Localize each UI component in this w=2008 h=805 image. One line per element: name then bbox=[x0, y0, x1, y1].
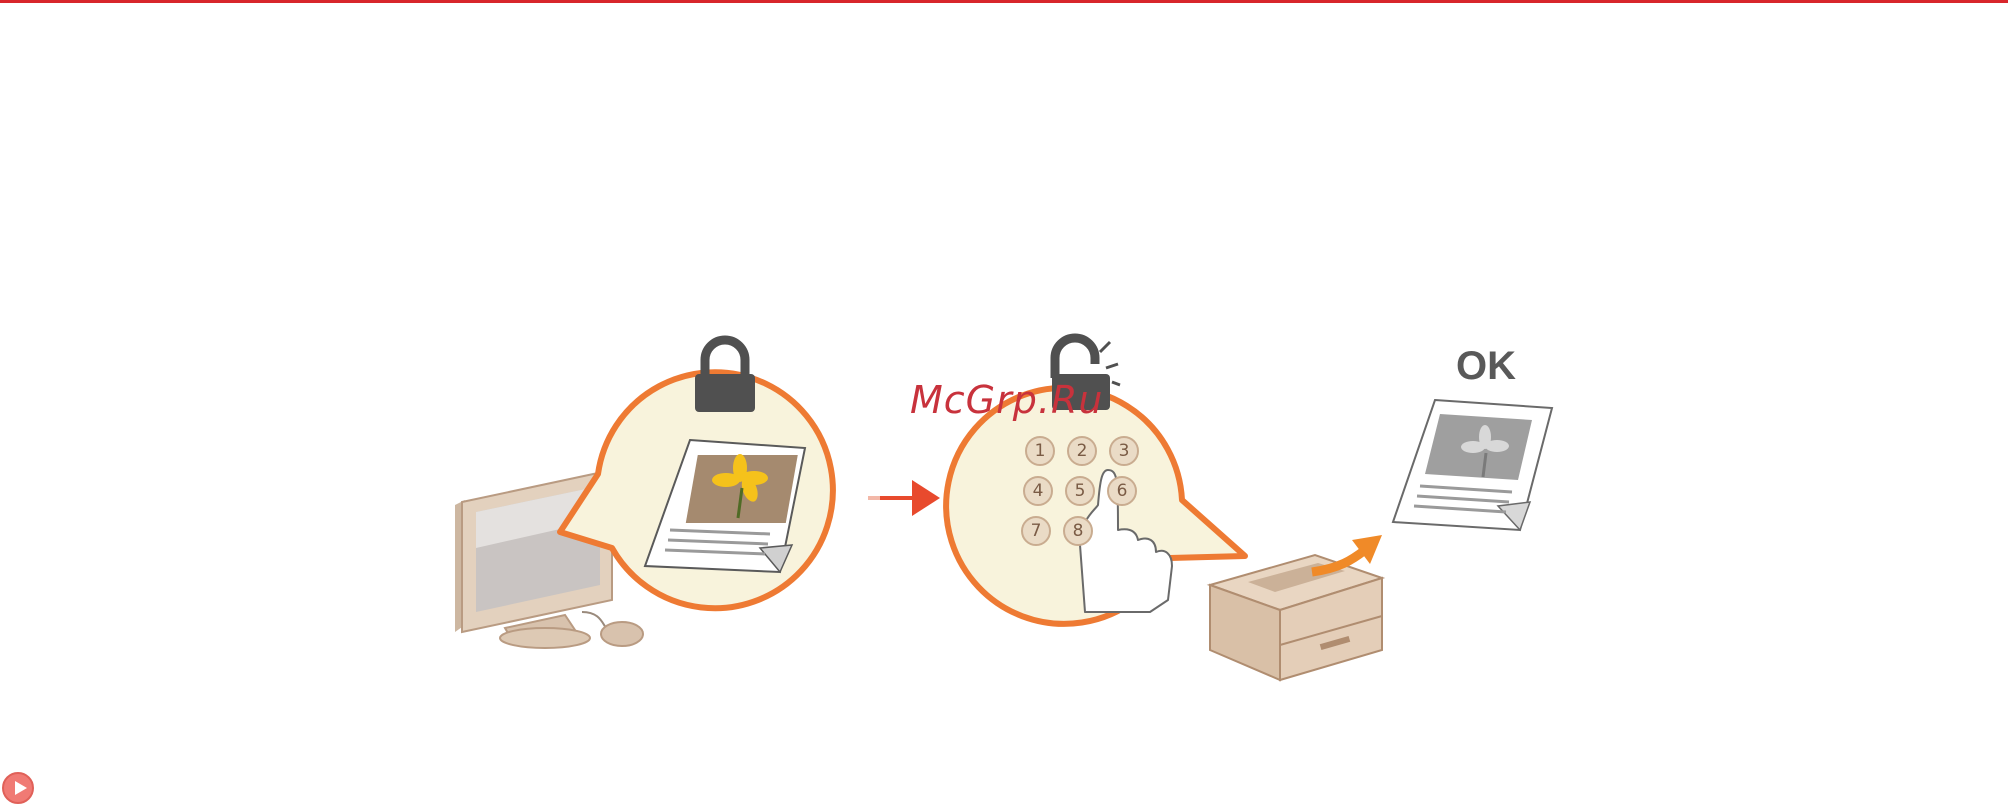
print-output-arrow-icon bbox=[1312, 535, 1382, 572]
keypad-key-1: 1 bbox=[1025, 436, 1055, 466]
keypad-key-3: 3 bbox=[1109, 436, 1139, 466]
ok-label: OK bbox=[1456, 344, 1516, 389]
keypad-key-7: 7 bbox=[1021, 516, 1051, 546]
keypad-key-4: 4 bbox=[1023, 476, 1053, 506]
play-circle-icon[interactable] bbox=[2, 772, 34, 804]
keypad-key-2: 2 bbox=[1067, 436, 1097, 466]
keypad-key-6: 6 bbox=[1107, 476, 1137, 506]
watermark: McGrp.Ru bbox=[910, 378, 1103, 422]
next-step-arrow-icon bbox=[868, 480, 940, 516]
printer-icon bbox=[1210, 555, 1382, 680]
keypad-key-5: 5 bbox=[1065, 476, 1095, 506]
keypad-key-8: 8 bbox=[1063, 516, 1093, 546]
printed-document-icon bbox=[1393, 400, 1552, 530]
locked-padlock-icon bbox=[695, 340, 755, 412]
